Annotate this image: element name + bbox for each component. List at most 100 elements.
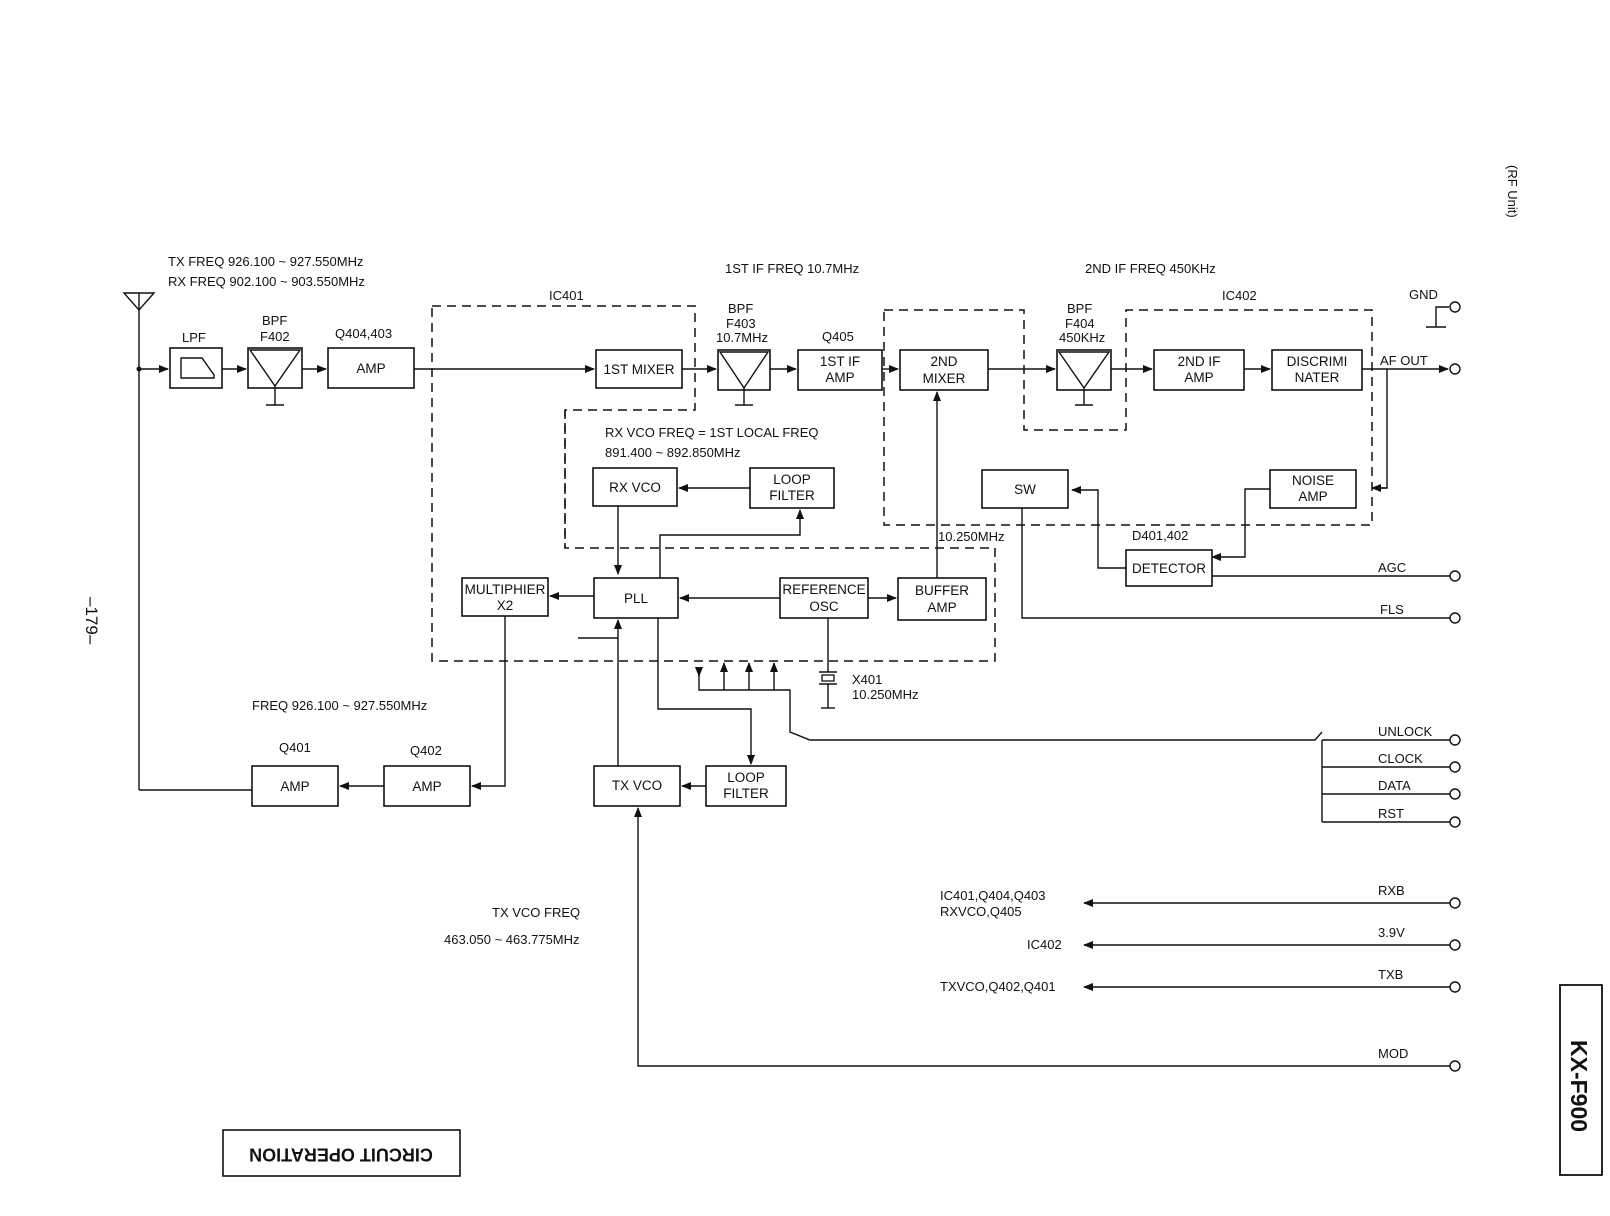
tx-vco-freq-label: TX VCO FREQ [492,905,580,920]
tx-loop-filter-block [705,765,787,807]
rxb-supply-2: RXVCO,Q405 [940,904,1022,919]
rx-loop-filter-text-1: LOOP [773,472,811,487]
buffer-amp-text-1: BUFFER [915,583,969,598]
gnd-terminal [1449,301,1461,313]
sw-block [981,469,1069,509]
section-title: CIRCUIT OPERATION [249,1144,433,1164]
rst-label: RST [1378,806,1404,821]
x401-freq-label: 10.250MHz [852,687,918,702]
af-out-label: AF OUT [1380,353,1428,368]
crystal-icon [819,671,837,709]
mod-terminal [1449,1060,1461,1072]
gnd-label: GND [1409,287,1438,302]
bpf-f403-icon [718,351,770,406]
discriminator-block [1271,349,1363,391]
buffer-amp-block [897,577,987,621]
rx-loop-filter-block [749,467,835,509]
bpf-f402-block [247,347,303,389]
if2-freq-label: 2ND IF FREQ 450KHz [1085,261,1216,276]
clock-terminal [1449,761,1461,773]
amp-q402-text: AMP [412,779,441,794]
fls-terminal [1449,612,1461,624]
tx-vco-text: TX VCO [612,778,662,793]
bpf-f404-label: BPF [1067,301,1092,316]
model-box [1559,984,1603,1176]
rx-loop-filter-text-2: FILTER [769,488,815,503]
rx-vco-text: RX VCO [609,480,661,495]
if1-amp-text-2: AMP [825,370,854,385]
if2-amp-block [1153,349,1245,391]
ref-freq-label: 10.250MHz [938,529,1004,544]
tx-freq-label: TX FREQ 926.100 ~ 927.550MHz [168,254,363,269]
q402-label: Q402 [410,743,442,758]
control-bus [698,668,1323,741]
if2-amp-text-1: 2ND IF [1178,354,1221,369]
tx-vco-range-label: 463.050 ~ 463.775MHz [444,932,580,947]
bpf-f403-label: BPF [728,301,753,316]
tx-vco-block [593,765,681,807]
noise-amp-text-2: AMP [1298,489,1327,504]
mixer2-text-2: MIXER [923,371,966,386]
agc-label: AGC [1378,560,1406,575]
section-title-box [222,1129,461,1177]
unlock-terminal [1449,734,1461,746]
bpf-f402-icon [248,349,302,406]
multiplier-text-2: X2 [497,598,514,613]
bpf-f404-block [1056,349,1112,391]
rx-vco-freq-label: RX VCO FREQ = 1ST LOCAL FREQ [605,425,818,440]
bpf-f403-block [717,349,771,391]
tx-loop-filter-text-2: FILTER [723,786,769,801]
fls-label: FLS [1380,602,1404,617]
model-label: KX-F900 [1566,1040,1592,1132]
detector-block [1125,549,1213,587]
mixer2-block [899,349,989,391]
rxb-label: RXB [1378,883,1405,898]
mod-label: MOD [1378,1046,1408,1061]
rst-terminal [1449,816,1461,828]
tx-out-freq-label: FREQ 926.100 ~ 927.550MHz [252,698,427,713]
rxb-terminal [1449,897,1461,909]
f403-label: F403 [726,316,756,331]
noise-amp-text-1: NOISE [1292,473,1334,488]
if2-amp-text-2: AMP [1184,370,1213,385]
reference-osc-text-2: OSC [809,599,839,614]
multiplier-text-1: MULTIPHIER [465,582,546,597]
sw-text: SW [1014,482,1036,497]
amp-q401-block [251,765,339,807]
amp-q404-403-text: AMP [356,361,385,376]
lowpass-icon [180,357,215,379]
pll-text: PLL [624,591,649,606]
lpf-label: LPF [182,330,206,345]
amp-q401-text: AMP [280,779,309,794]
mixer2-text-1: 2ND [930,354,957,369]
reference-osc-text-1: REFERENCE [782,582,865,597]
v39-label: 3.9V [1378,925,1405,940]
q401-label: Q401 [279,740,311,755]
rx-vco-block [592,467,678,507]
v39-supply: IC402 [1027,937,1062,952]
f403-freq-label: 10.7MHz [716,330,768,345]
page-number: –179– [82,597,101,645]
bpf-f404-icon [1057,351,1111,406]
unlock-label: UNLOCK [1378,724,1433,739]
rx-freq-label: RX FREQ 902.100 ~ 903.550MHz [168,274,365,289]
rxb-supply-1: IC401,Q404,Q403 [940,888,1046,903]
rf-unit-label: (RF Unit) [1505,165,1520,218]
f404-label: F404 [1065,316,1095,331]
if1-amp-block [797,349,883,391]
buffer-amp-text-2: AMP [927,600,956,615]
data-terminal [1449,788,1461,800]
x401-label: X401 [852,672,882,687]
if1-freq-label: 1ST IF FREQ 10.7MHz [725,261,859,276]
discriminator-text-2: NATER [1295,370,1340,385]
txb-terminal [1449,981,1461,993]
v39-terminal [1449,939,1461,951]
if1-amp-text-1: 1ST IF [820,354,860,369]
rx-vco-range-label: 891.400 ~ 892.850MHz [605,445,741,460]
lpf-block [169,347,223,389]
discriminator-text-1: DISCRIMI [1287,354,1348,369]
data-label: DATA [1378,778,1411,793]
amp-q404-403-block [327,347,415,389]
ic401-label: IC401 [549,288,584,303]
